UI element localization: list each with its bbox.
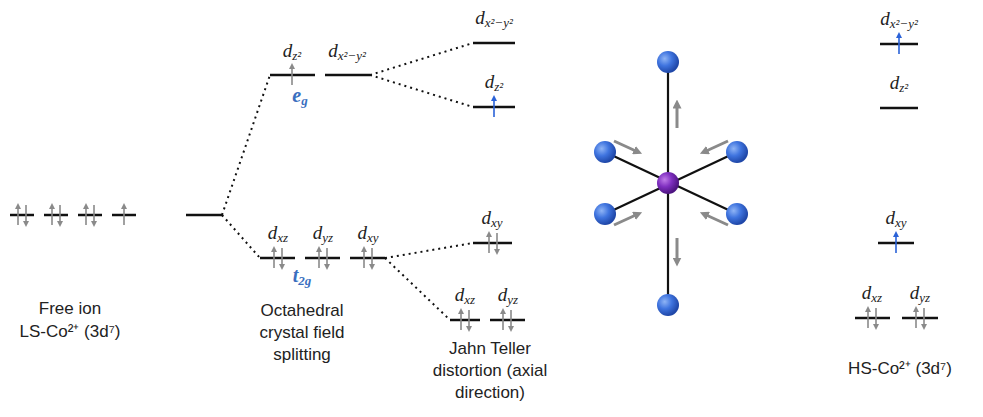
orbital-label: dxz: [862, 282, 882, 309]
orbital-label: dz²: [485, 71, 503, 98]
orbital-label: dxy: [885, 207, 906, 234]
symmetry-label: t2g: [293, 264, 312, 292]
orbital-label: dxy: [481, 207, 502, 234]
ion-state: HS-Co²⁺ (3d⁷): [848, 358, 952, 380]
step-caption: Jahn Teller distortion (axial direction): [415, 338, 565, 404]
orbital-label: dyz: [910, 282, 930, 309]
electron-arrows: [18, 66, 924, 330]
caption-text: Free ion: [39, 298, 101, 320]
orbital-label: dx²−y²: [475, 7, 513, 34]
orbital-label: dz²: [890, 72, 908, 99]
orbital-label: dyz: [498, 284, 518, 311]
step-caption: Octahedral crystal field splitting: [245, 300, 360, 366]
electron-arrows-blue: [494, 35, 899, 253]
orbital-label: dz²: [283, 40, 301, 67]
octahedron-illustration: [594, 51, 748, 316]
orbital-label: dx²−y²: [328, 40, 366, 67]
dotted-connectors: [222, 43, 473, 320]
orbital-label: dxy: [357, 222, 378, 249]
orbital-label: dxz: [455, 284, 475, 311]
energy-levels: [10, 43, 938, 320]
orbital-label: dxz: [268, 222, 288, 249]
orbital-label: dx²−y²: [880, 8, 918, 35]
ion-state: LS-Co²⁺ (3d⁷): [20, 321, 121, 343]
orbital-label: dyz: [313, 222, 333, 249]
symmetry-label: eg: [292, 84, 307, 112]
